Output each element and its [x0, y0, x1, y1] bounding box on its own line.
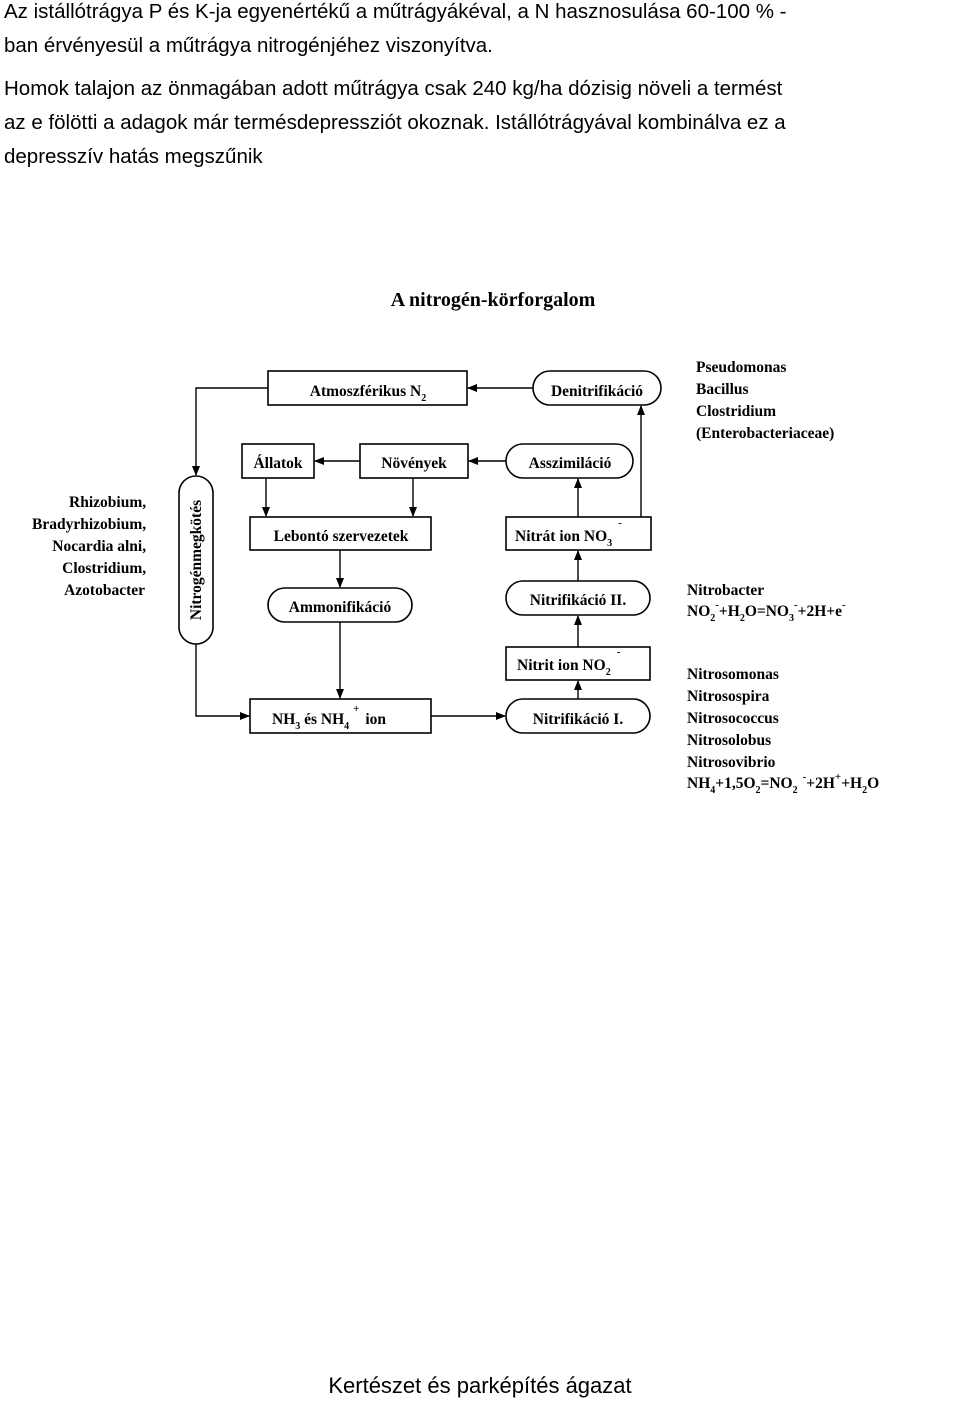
box-ammonification: Ammonifikáció — [267, 587, 413, 623]
svg-text:NH3 és NH4+ ion: NH3 és NH4 + ion — [272, 703, 386, 732]
nitrogen-fixer-bacteria-list: Rhizobium, Bradyrhizobium, Nocardia alni… — [32, 494, 150, 599]
bacteria-name: Nocardia alni, — [52, 538, 146, 555]
bacteria-name: Nitrosococcus — [687, 710, 779, 727]
bacteria-name: Azotobacter — [64, 582, 145, 599]
bacteria-name: Nitrosomonas — [687, 666, 779, 683]
eq-part: +H — [719, 603, 740, 620]
box-assimilation: Asszimiláció — [505, 443, 634, 479]
subscript: 3 — [789, 613, 794, 624]
paragraph-line: ban érvényesül a műtrágya nitrogénjéhez … — [4, 34, 493, 57]
box-label: Asszimiláció — [529, 455, 612, 472]
bacteria-name: Bacillus — [696, 381, 749, 398]
box-plants: Növények — [359, 443, 469, 479]
eq-part: =NO — [761, 775, 793, 792]
page-footer: Kertészet és parképítés ágazat — [328, 1373, 632, 1398]
eq-part: +1,5O — [715, 775, 755, 792]
nitrogen-cycle-diagram: A nitrogén-körforgalom Atmoszférikus N2 … — [32, 289, 879, 796]
box-label: Nitrát ion NO — [515, 528, 607, 545]
subscript: 2 — [793, 785, 798, 796]
bacteria-name: Clostridium, — [62, 560, 146, 577]
box-nitrite-ion: Nitrit ion NO2- — [505, 646, 651, 681]
subscript: 2 — [710, 613, 715, 624]
nitrobacter-label: Nitrobacter — [687, 582, 764, 599]
superscript: - — [715, 599, 719, 611]
formula-part: ion — [361, 711, 386, 728]
eq-part: O — [867, 775, 879, 792]
diagram-arrows — [192, 384, 645, 720]
arrow-fixation-to-nh — [195, 644, 250, 720]
paragraph-line: az e fölötti a adagok már termésdepressz… — [4, 111, 786, 134]
arrow-atmos-to-fixation — [192, 387, 268, 476]
denitrifier-bacteria-list: Pseudomonas Bacillus Clostridium (Entero… — [696, 359, 834, 442]
subscript: 3 — [607, 538, 612, 549]
box-label: Nitrifikáció II. — [530, 592, 627, 609]
subscript: 2 — [862, 785, 867, 796]
eq-part: +H — [841, 775, 862, 792]
nitrosifier-bacteria-list: Nitrosomonas Nitrosospira Nitrosococcus … — [687, 666, 783, 771]
paragraph-line: depresszív hatás megszűnik — [4, 145, 263, 168]
box-label: Nitrit ion NO — [517, 657, 606, 674]
superscript: - — [842, 599, 846, 611]
box-label: Atmoszférikus N — [310, 383, 422, 400]
paragraph-sand-soil: Homok talajon az önmagában adott műtrágy… — [4, 72, 956, 174]
formula-part: NH — [272, 711, 295, 728]
svg-text:Nitrát ion NO3-: Nitrát ion NO3- — [515, 517, 622, 549]
bacteria-name: Bradyrhizobium, — [32, 516, 146, 533]
subscript: 2 — [756, 785, 761, 796]
superscript: - — [617, 646, 621, 658]
diagram-title: A nitrogén-körforgalom — [391, 289, 596, 311]
bacteria-name: Rhizobium, — [69, 494, 146, 511]
bacteria-name: Nitrosolobus — [687, 732, 771, 749]
eq-part: O=NO — [745, 603, 789, 620]
formula-part: és NH — [300, 711, 344, 728]
box-label: Ammonifikáció — [289, 599, 392, 616]
box-label: Lebontó szervezetek — [274, 528, 409, 545]
box-nitrification-1: Nitrifikáció I. — [505, 698, 651, 734]
box-label: Nitrogénmegkötés — [188, 500, 205, 620]
box-nitrogen-fixation: Nitrogénmegkötés — [178, 475, 214, 645]
paragraph-line: Homok talajon az önmagában adott műtrágy… — [4, 77, 783, 100]
box-label: Nitrifikáció I. — [533, 711, 624, 728]
superscript: - — [803, 771, 807, 783]
eq-part: +2H — [806, 775, 835, 792]
box-ammonia-ammonium: NH3 és NH4 + ion — [249, 698, 432, 734]
subscript: 4 — [710, 785, 715, 796]
superscript: + — [835, 771, 841, 783]
subscript: 4 — [344, 721, 349, 732]
svg-text:Atmoszférikus N2: Atmoszférikus N2 — [310, 383, 427, 404]
superscript: - — [618, 517, 622, 529]
bacteria-name: Nitrosospira — [687, 688, 770, 705]
box-denitrification: Denitrifikáció — [532, 370, 662, 406]
subscript: 2 — [421, 393, 426, 404]
superscript: - — [794, 599, 798, 611]
nitrosifier-equation: NH4+1,5O2=NO2-+2H++H2O — [687, 771, 879, 796]
svg-text:Nitrit ion NO2-: Nitrit ion NO2- — [517, 646, 621, 678]
bacteria-name: Pseudomonas — [696, 359, 786, 376]
bacteria-name: Nitrosovibrio — [687, 754, 776, 771]
box-nitrification-2: Nitrifikáció II. — [505, 580, 651, 616]
subscript: 3 — [295, 721, 300, 732]
box-label: Denitrifikáció — [551, 383, 643, 400]
paragraph-line: Az istállótrágya P és K-ja egyenértékű a… — [4, 0, 787, 23]
box-decomposers: Lebontó szervezetek — [249, 516, 432, 551]
eq-part: NO — [687, 603, 710, 620]
nitrobacter-equation: NO2-+H2O=NO3-+2H+e- — [687, 599, 846, 624]
box-label: Növények — [381, 455, 447, 472]
eq-part: +2H+e — [798, 603, 842, 620]
box-label: Állatok — [253, 455, 302, 472]
bacteria-name: (Enterobacteriaceae) — [696, 425, 834, 442]
box-nitrate-ion: Nitrát ion NO3- — [505, 516, 652, 551]
superscript: + — [353, 703, 359, 715]
box-atmospheric-n2: Atmoszférikus N2 — [267, 370, 468, 406]
paragraph-manure: Az istállótrágya P és K-ja egyenértékű a… — [4, 0, 956, 63]
box-animals: Állatok — [241, 443, 315, 479]
bacteria-name: Clostridium — [696, 403, 776, 420]
subscript: 2 — [606, 667, 611, 678]
eq-part: NH — [687, 775, 710, 792]
subscript: 2 — [740, 613, 745, 624]
